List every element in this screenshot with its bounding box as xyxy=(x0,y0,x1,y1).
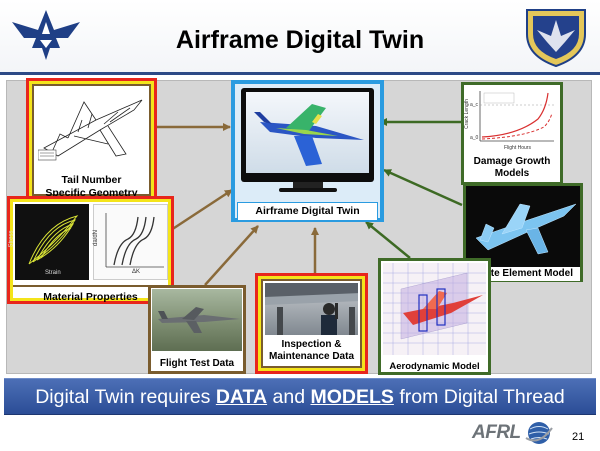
monitor-stand xyxy=(293,182,323,188)
node-inspection: Inspection & Maintenance Data xyxy=(255,273,368,374)
node-tail-geometry: Tail Number Specific Geometry xyxy=(26,78,157,202)
node-flight-label: Flight Test Data xyxy=(159,358,235,369)
node-inspection-label: Inspection & Maintenance Data xyxy=(268,339,355,362)
strain-label: Strain xyxy=(45,270,61,276)
node-aerodynamic: Aerodynamic Model xyxy=(378,258,491,375)
node-flight-test: Flight Test Data xyxy=(148,285,246,374)
crack-growth-curves-icon xyxy=(105,213,164,268)
node-fem-label: Finite Element Model xyxy=(466,267,580,281)
fem-mesh-aircraft-icon xyxy=(475,203,577,255)
banner-text-1: Digital Twin requires xyxy=(35,386,216,408)
node-material-properties: Stress Strain da/dN ΔK Material Properti… xyxy=(7,196,174,304)
banner-text-2: and xyxy=(267,386,311,408)
arrow-material-to-twin xyxy=(167,188,233,234)
research-lab-shield-icon xyxy=(526,9,586,68)
monitor-base xyxy=(279,188,337,192)
air-force-logo-icon xyxy=(12,10,80,60)
maintenance-technician-icon xyxy=(265,283,358,335)
crack-length-label: Crack Length xyxy=(463,99,470,129)
monitor-screen xyxy=(241,88,374,182)
cfd-grid-visual xyxy=(383,263,486,355)
a-0-label: a_0 xyxy=(470,135,479,141)
node-digital-twin: Airframe Digital Twin xyxy=(231,80,384,222)
hysteresis-curve-icon xyxy=(28,215,79,265)
afrl-logo: AFRL xyxy=(472,420,556,446)
slide-header xyxy=(0,0,600,72)
colored-f15-model-icon xyxy=(254,104,364,166)
slide-title: Airframe Digital Twin xyxy=(175,26,425,54)
banner-text-3: from Digital Thread xyxy=(393,386,565,408)
stress-label: Stress xyxy=(8,230,15,248)
flight-photo xyxy=(152,289,242,351)
page-number: 21 xyxy=(572,431,585,443)
delta-k-label: ΔK xyxy=(132,269,141,275)
f15-in-flight-icon xyxy=(158,307,240,333)
digital-thread-banner: Digital Twin requires DATA and MODELS fr… xyxy=(4,378,596,415)
header-divider xyxy=(0,72,600,75)
cfd-grid-icon xyxy=(383,263,486,355)
arrow-flight-to-twin xyxy=(204,225,259,286)
dadn-label: da/dN xyxy=(93,229,100,247)
node-damage-label: Damage Growth Models xyxy=(473,156,551,179)
a-c-label: a_c xyxy=(470,102,479,108)
banner-data-word: DATA xyxy=(215,386,268,408)
stress-strain-plot: Stress Strain xyxy=(9,204,89,280)
node-material-label: Material Properties xyxy=(13,285,168,304)
node-damage-growth: Crack Length a_c a_0 Flight Hours Damage… xyxy=(461,82,563,185)
afrl-wordmark: AFRL xyxy=(472,422,521,443)
arrow-fem-to-twin xyxy=(383,168,463,207)
globe-icon xyxy=(525,422,553,444)
banner-models-word: MODELS xyxy=(310,386,394,408)
node-aero-label: Aerodynamic Model xyxy=(389,361,480,372)
damage-growth-plot xyxy=(479,91,554,142)
node-digital-twin-label: Airframe Digital Twin xyxy=(237,202,378,221)
flight-hours-label: Flight Hours xyxy=(504,145,531,151)
hangar-photo xyxy=(265,283,358,335)
wireframe-aircraft-icon xyxy=(38,99,143,161)
node-tail-label: Tail Number Specific Geometry xyxy=(45,174,138,199)
arrow-aero-to-twin xyxy=(365,221,411,259)
crack-growth-plot: da/dN ΔK xyxy=(93,204,168,280)
